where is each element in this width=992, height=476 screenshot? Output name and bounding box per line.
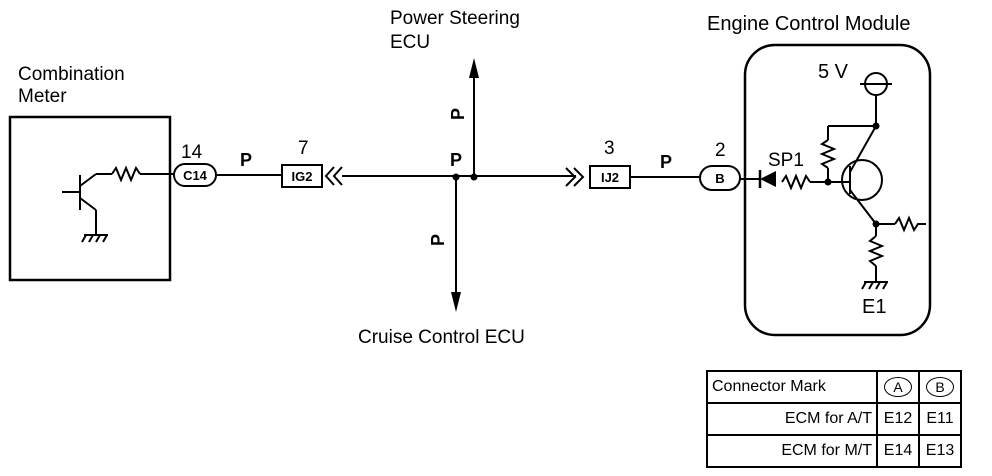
row-value-b: E11 <box>918 402 962 436</box>
b-connector-label: B <box>715 171 724 186</box>
wire-color-label-2: P <box>450 150 462 170</box>
combination-meter-box <box>8 115 172 282</box>
ij2-pin-number: 3 <box>604 138 615 159</box>
row-label: ECM for M/T <box>706 434 878 468</box>
col-b-mark: B <box>926 377 954 397</box>
c14-pin-number: 14 <box>181 142 203 163</box>
table-row: ECM for A/T E12 E11 <box>706 402 962 436</box>
col-a-mark: A <box>884 377 912 397</box>
arrow-up-icon <box>469 58 479 78</box>
table-header-label: Connector Mark <box>706 370 878 404</box>
wire-color-label-3: P <box>660 152 672 172</box>
ig2-connector-label: IG2 <box>292 169 313 184</box>
ecm-label: Engine Control Module <box>707 13 910 35</box>
wire-color-label-down: P <box>428 234 448 246</box>
ig2-pin-number: 7 <box>298 138 309 159</box>
table-col-b: B <box>918 370 962 404</box>
table-col-a: A <box>876 370 920 404</box>
ecm-junction-collector <box>872 122 880 130</box>
arrow-down-icon <box>451 292 461 312</box>
row-value-a: E12 <box>876 402 920 436</box>
ij2-chevron-icon <box>565 167 585 187</box>
meter-transistor-icon <box>62 165 174 243</box>
ecm-internal-circuit <box>740 95 926 290</box>
row-label: ECM for A/T <box>706 402 878 436</box>
cruise-control-ecu-label: Cruise Control ECU <box>358 327 525 348</box>
b-pin-number: 2 <box>715 140 726 161</box>
ig2-connector <box>281 164 323 188</box>
connector-mark-table: Connector Mark A B ECM for A/T E12 E11 E… <box>706 370 962 468</box>
ecm-junction-base <box>824 178 832 186</box>
ig2-chevron-icon <box>324 166 343 186</box>
ecm-junction-emitter <box>872 220 880 228</box>
splice-label: SP1 <box>768 150 804 171</box>
table-row: ECM for M/T E14 E13 <box>706 434 962 468</box>
wire-color-label-1: P <box>240 150 252 170</box>
ecm-box <box>743 43 932 337</box>
diode-icon <box>760 171 776 187</box>
supply-voltage-label: 5 V <box>818 61 849 83</box>
ij2-connector-label: IJ2 <box>601 170 619 185</box>
ground-label: E1 <box>862 296 886 318</box>
row-value-b: E13 <box>918 434 962 468</box>
row-value-a: E14 <box>876 434 920 468</box>
c14-connector-label: C14 <box>183 168 208 183</box>
wire-color-label-up: P <box>448 108 468 120</box>
table-header-row: Connector Mark A B <box>706 370 962 404</box>
